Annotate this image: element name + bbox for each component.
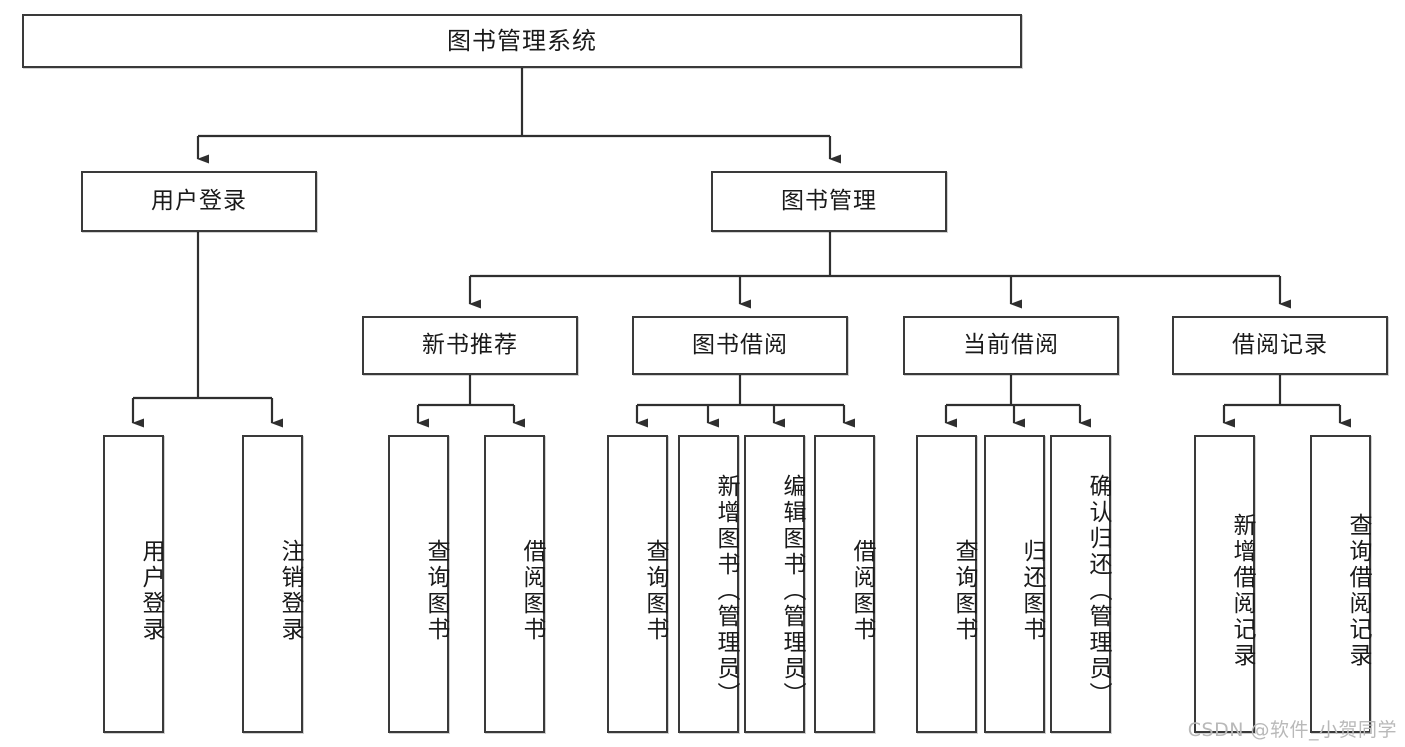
leaf-edit-book-admin[interactable]: 编辑图书（管理员） — [744, 435, 805, 733]
leaf-add-book-admin[interactable]: 新增图书（管理员） — [678, 435, 739, 733]
node-root[interactable]: 图书管理系统 — [22, 14, 1022, 68]
leaf-query-book-borrow[interactable]: 查询图书 — [607, 435, 668, 733]
node-book-borrow[interactable]: 图书借阅 — [632, 316, 848, 375]
leaf-borrow-book[interactable]: 借阅图书 — [814, 435, 875, 733]
leaf-confirm-return-admin[interactable]: 确认归还（管理员） — [1050, 435, 1111, 733]
leaf-query-book-newbook[interactable]: 查询图书 — [388, 435, 449, 733]
leaf-query-book-current[interactable]: 查询图书 — [916, 435, 977, 733]
node-new-book-recommend[interactable]: 新书推荐 — [362, 316, 578, 375]
node-user-login[interactable]: 用户登录 — [81, 171, 317, 232]
leaf-return-book[interactable]: 归还图书 — [984, 435, 1045, 733]
leaf-query-borrow-record[interactable]: 查询借阅记录 — [1310, 435, 1371, 733]
node-book-management[interactable]: 图书管理 — [711, 171, 947, 232]
node-current-borrow[interactable]: 当前借阅 — [903, 316, 1119, 375]
leaf-borrow-book-newbook[interactable]: 借阅图书 — [484, 435, 545, 733]
node-borrow-record[interactable]: 借阅记录 — [1172, 316, 1388, 375]
leaf-user-login[interactable]: 用户登录 — [103, 435, 164, 733]
leaf-logout[interactable]: 注销登录 — [242, 435, 303, 733]
leaf-add-borrow-record[interactable]: 新增借阅记录 — [1194, 435, 1255, 733]
